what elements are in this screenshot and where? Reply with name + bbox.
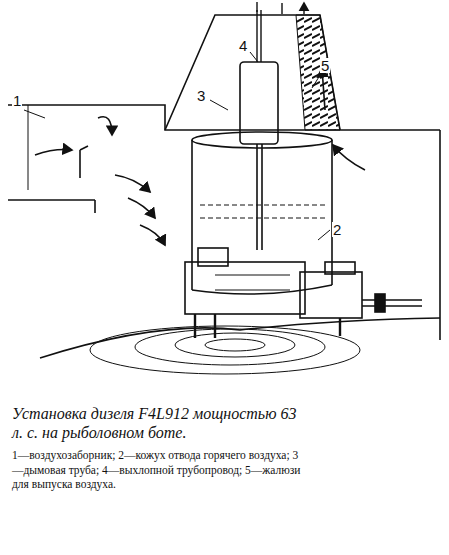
caption: Установка дизеля F4L912 мощностью 63 л. … — [12, 404, 297, 442]
callout-number: 5 — [320, 58, 330, 73]
engine-installation-drawing — [0, 0, 449, 400]
callout-number: 4 — [238, 38, 248, 53]
callout-number: 2 — [332, 222, 342, 237]
callout-number: 1 — [12, 93, 22, 108]
parts-key: 1—воздухозаборник; 2—кожух отвода горяче… — [12, 448, 302, 491]
callout-number: 3 — [196, 88, 206, 103]
